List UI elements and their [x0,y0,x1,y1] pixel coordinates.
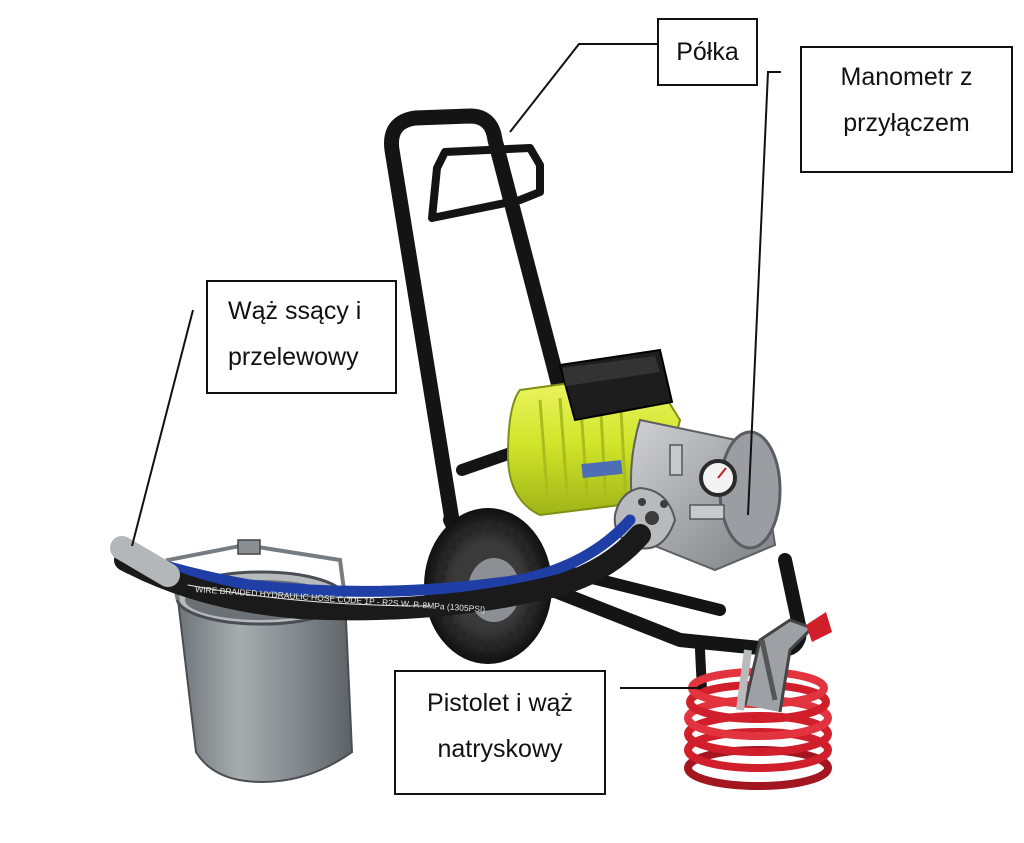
label-polka-text: Półka [659,20,756,84]
leader-waz [132,310,193,546]
label-polka: Półka [657,18,758,86]
label-manometr: Manometr z przyłączem [800,46,1013,173]
label-pistolet: Pistolet i wąż natryskowy [394,670,606,795]
label-waz-ssacy-line-1: Wąż ssący i [228,288,395,334]
label-waz-ssacy-line-2: przelewowy [228,334,395,380]
label-pistolet-line-2: natryskowy [396,726,604,772]
label-manometr-line-2: przyłączem [802,100,1011,146]
label-pistolet-line-1: Pistolet i wąż [396,680,604,726]
leader-polka [510,44,657,132]
label-waz-ssacy: Wąż ssący i przelewowy [206,280,397,394]
label-manometr-line-1: Manometr z [802,54,1011,100]
